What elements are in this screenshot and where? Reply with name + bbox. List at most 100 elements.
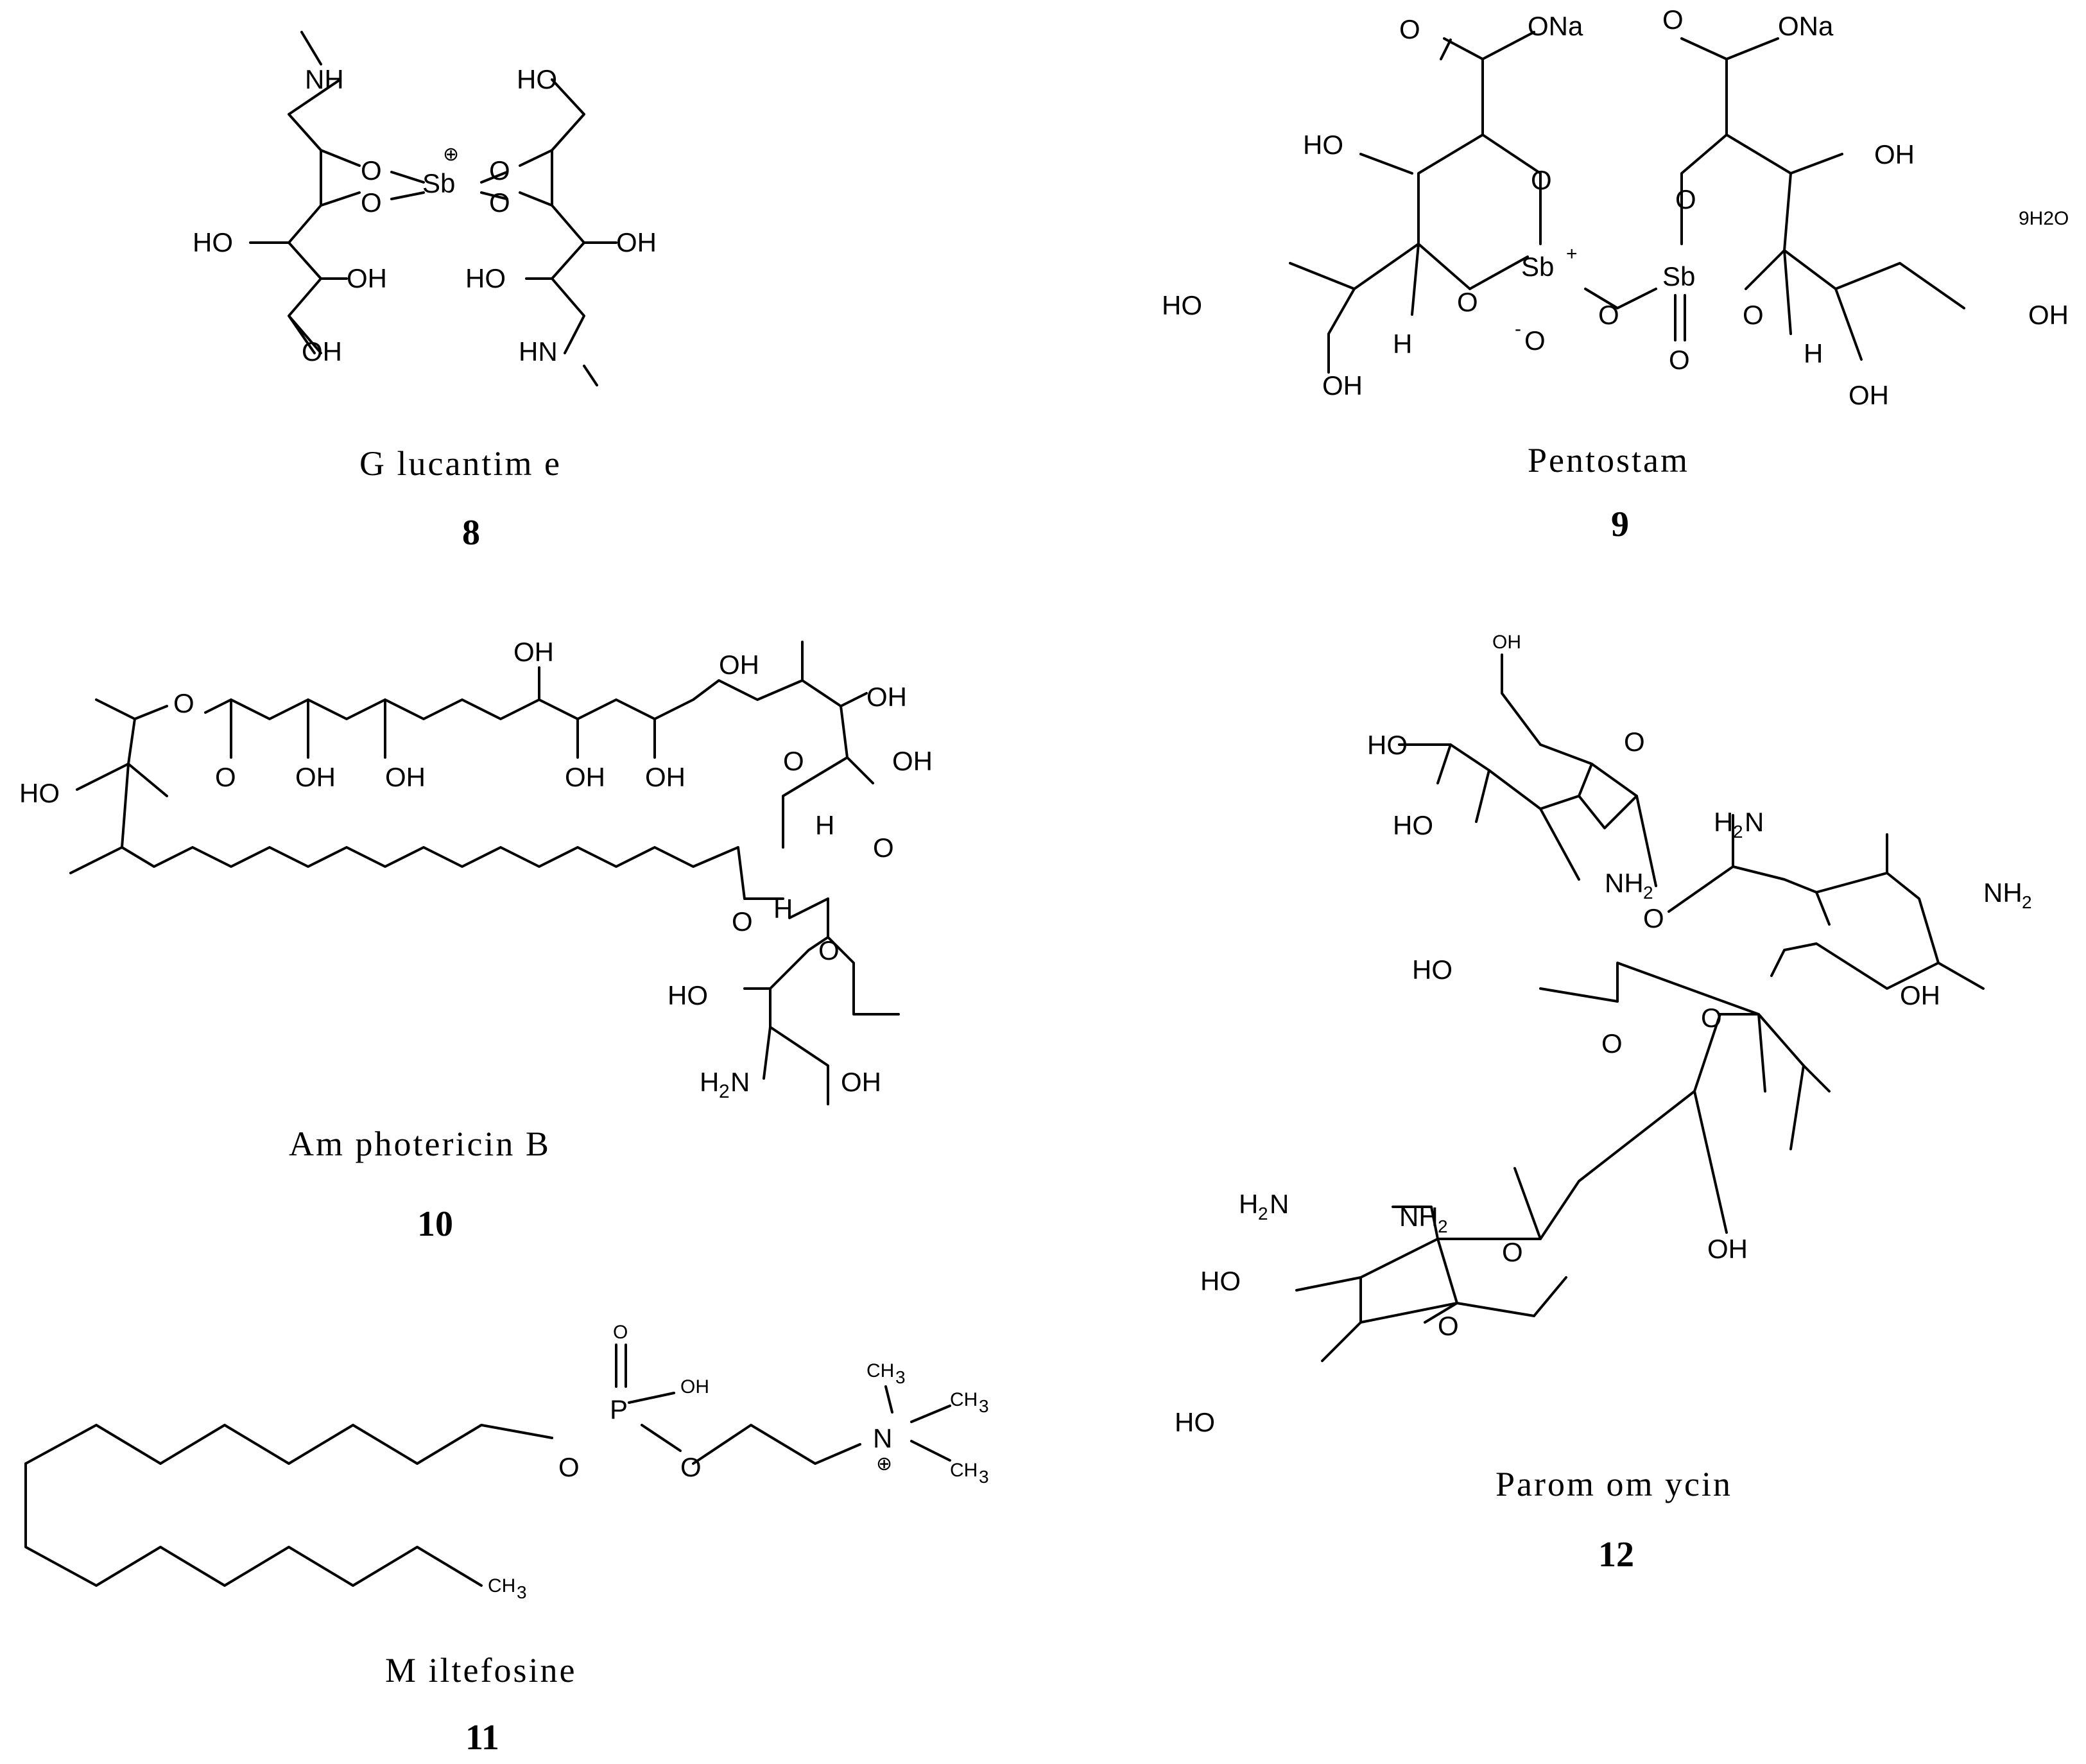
atom-label: N (730, 1067, 750, 1097)
atom-label: N (873, 1423, 892, 1453)
atom-label: NH (1983, 878, 2022, 908)
atom-label: O (1601, 1028, 1623, 1059)
caption-paromomycin: Parom om ycin (1496, 1465, 1732, 1503)
subscript: 3 (517, 1582, 527, 1602)
atom-label: OH (385, 762, 426, 792)
atom-label: HO (1303, 130, 1343, 160)
atom-label: O (1438, 1311, 1459, 1341)
atom-label: OH (892, 746, 933, 776)
atom-label: O (1399, 14, 1420, 44)
atom-label: CH (866, 1360, 894, 1381)
atom-label: O (361, 155, 382, 186)
atom-label: O (818, 935, 840, 965)
atom-label: P (610, 1394, 628, 1424)
atom-label: OH (719, 650, 759, 680)
subscript: 2 (1438, 1216, 1448, 1236)
subscript: 2 (719, 1081, 730, 1102)
atom-label: O (173, 688, 194, 718)
atom-label: N (1270, 1189, 1289, 1219)
subscript: 2 (1643, 883, 1653, 903)
atom-label: H (815, 810, 834, 840)
charge-plus: ⊕ (443, 144, 459, 165)
atom-label: H (773, 894, 793, 924)
atom-label: HO (668, 980, 708, 1010)
caption-miltefosine: M iltefosine (385, 1651, 576, 1690)
atom-label: CH (950, 1460, 978, 1481)
caption-pentostam: Pentostam (1528, 441, 1689, 480)
subscript: 3 (895, 1367, 906, 1387)
atom-label: O (361, 187, 382, 218)
atom-label: HO (1367, 730, 1408, 760)
atom-label: NH (305, 64, 344, 94)
atom-label: O (1502, 1237, 1523, 1267)
atom-label: OH (866, 682, 907, 712)
subscript: 2 (1258, 1204, 1268, 1224)
atom-label: O (1701, 1003, 1722, 1033)
compound-number-11: 11 (465, 1718, 499, 1758)
atom-label: OH (1849, 380, 1889, 410)
atom-label: OH (1874, 139, 1915, 169)
atom-label: O (215, 762, 236, 792)
atom-label: ONa (1778, 11, 1834, 41)
atom-label: Sb (1521, 252, 1554, 282)
hydrate-label: 9H2O (2019, 208, 2069, 229)
atom-label: H (1239, 1189, 1258, 1219)
atom-label: Sb (1662, 261, 1695, 291)
atom-label: OH (565, 762, 605, 792)
atom-label: O (1624, 727, 1645, 757)
atom-label: O (613, 1322, 628, 1343)
atom-label: HO (465, 263, 506, 293)
atom-label: Sb (422, 168, 455, 198)
subscript: 2 (2022, 892, 2032, 912)
atom-label: NH (1605, 868, 1644, 898)
atom-label: O (680, 1452, 702, 1482)
atom-label: OH (841, 1067, 881, 1097)
atom-label: H (1804, 338, 1823, 368)
charge-plus: ⊕ (876, 1453, 892, 1474)
atom-label: OH (1322, 370, 1363, 401)
compound-number-9: 9 (1611, 505, 1629, 544)
atom-label: H (1714, 807, 1733, 837)
atom-label: O (1531, 165, 1552, 195)
subscript: 2 (1733, 822, 1743, 842)
atom-label: ONa (1528, 11, 1583, 41)
atom-label: O (1457, 287, 1478, 317)
atom-label: HO (1175, 1407, 1215, 1437)
atom-label: OH (513, 637, 554, 667)
atom-label: O (558, 1452, 580, 1482)
atom-label: OH (616, 227, 657, 257)
compound-number-12: 12 (1598, 1535, 1634, 1575)
atom-label: HO (19, 778, 60, 808)
structure-glucantime: NH O O Sb ⊕ O O HO HO OH OH OH HO HN G l… (193, 31, 657, 553)
atom-label: O (489, 187, 510, 218)
atom-label: O (1643, 903, 1664, 933)
caption-amphotericin-b: Am photericin B (289, 1125, 551, 1163)
atom-label: OH (1900, 980, 1940, 1010)
atom-label: O (1524, 325, 1546, 356)
atom-label: HO (517, 64, 557, 94)
subscript: 3 (979, 1396, 989, 1416)
subscript: 3 (979, 1467, 989, 1487)
atom-label: O (489, 155, 510, 186)
atom-label: O (732, 906, 753, 937)
atom-label: OH (295, 762, 336, 792)
atom-label: OH (680, 1376, 709, 1397)
compound-number-8: 8 (462, 513, 480, 553)
atom-label: OH (347, 263, 387, 293)
atom-label: O (1662, 4, 1684, 35)
atom-label: CH (950, 1389, 978, 1410)
atom-label: H (1393, 329, 1412, 359)
atom-label: OH (2028, 300, 2069, 330)
atom-label: O (783, 746, 804, 776)
caption-glucantime: G lucantim e (359, 444, 562, 483)
compound-number-10: 10 (417, 1204, 453, 1244)
atom-label: O (873, 833, 894, 863)
atom-label: HO (1412, 955, 1452, 985)
atom-label: CH (488, 1575, 515, 1596)
atom-label: HO (1200, 1266, 1241, 1296)
atom-label: H (700, 1067, 719, 1097)
atom-label: O (1598, 300, 1619, 330)
charge-minus: - (1515, 318, 1521, 340)
